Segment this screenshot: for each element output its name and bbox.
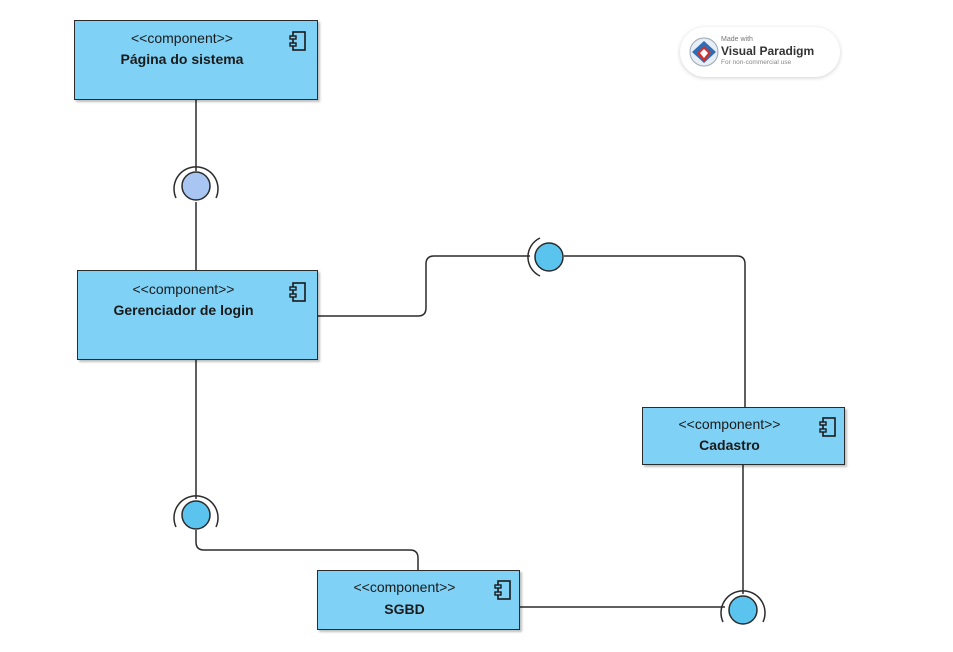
watermark-made-with: Made with [721,36,753,43]
component-icon [819,417,836,437]
component-name: Gerenciador de login [113,302,254,318]
connector-interface-cadastro [564,255,746,407]
component-icon [494,580,511,600]
component-name: Cadastro [699,437,760,453]
visual-paradigm-watermark: Made with Visual Paradigm For non-commer… [680,27,840,77]
interface-sgbd-cadastro [720,590,766,625]
component-pagina-do-sistema[interactable]: <<component>> Página do sistema [74,20,318,100]
component-name: Página do sistema [120,51,244,67]
interface-top [173,166,219,201]
component-gerenciador-de-login[interactable]: <<component>> Gerenciador de login [77,270,318,360]
stereotype-label: <<component>> [353,579,456,595]
component-name: SGBD [384,601,425,617]
interface-login-sgbd [173,495,219,530]
watermark-note: For non-commercial use [721,59,792,66]
connector-login-cadastro-interface [318,255,530,317]
stereotype-label: <<component>> [132,281,235,297]
connector-interface-sgbd [195,530,419,570]
component-cadastro[interactable]: <<component>> Cadastro [642,407,845,465]
component-sgbd[interactable]: <<component>> SGBD [317,570,520,630]
component-icon [289,31,306,51]
visual-paradigm-logo-icon [689,37,719,67]
interface-cadastro [527,237,564,277]
stereotype-label: <<component>> [131,30,233,46]
stereotype-label: <<component>> [678,416,781,432]
component-icon [289,282,306,302]
watermark-brand: Visual Paradigm [721,44,815,58]
